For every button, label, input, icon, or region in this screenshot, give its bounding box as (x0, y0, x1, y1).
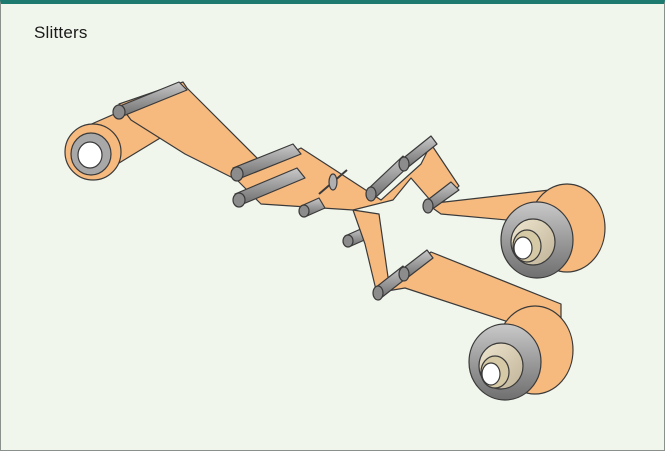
rewind-roll-lower (469, 306, 573, 400)
slitter-diagram (1, 4, 665, 455)
